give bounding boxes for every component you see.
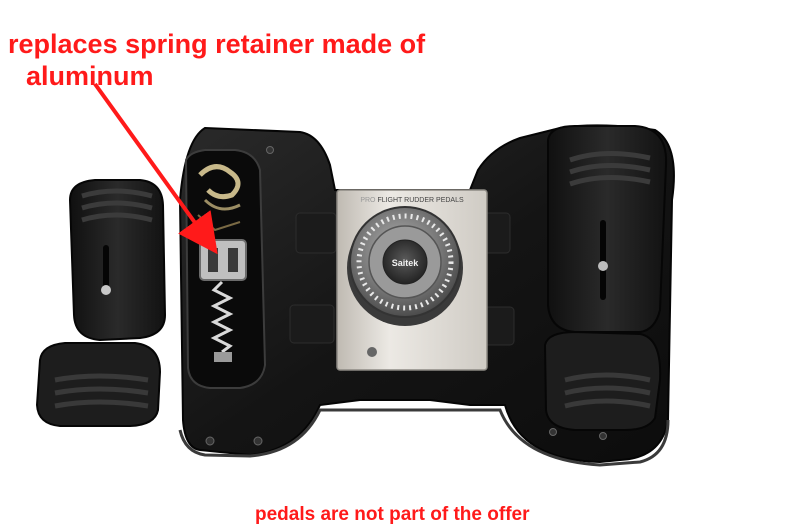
coil-spring: [210, 280, 234, 354]
detached-pedal-grip: [54, 373, 149, 383]
panel-label: PRO FLIGHT RUDDER PEDALS: [360, 197, 464, 204]
detached-pedal-knob: [101, 285, 111, 295]
right-pedal-knob: [598, 261, 608, 271]
spring-anchor: [214, 352, 232, 362]
spring-retainer-slot: [208, 248, 218, 272]
detached-pedal-heel: [35, 342, 162, 427]
screw-icon: [266, 146, 274, 154]
base-rim: [178, 408, 670, 467]
annotation-line-2: aluminum: [26, 61, 154, 91]
hub-logo: Saitek: [392, 258, 420, 268]
wiring: [203, 198, 241, 211]
base-post: [295, 212, 337, 254]
hub-center: [382, 239, 428, 285]
right-pedal-grip: [564, 385, 651, 396]
screw-icon: [549, 428, 557, 436]
spring-retainer-slot: [228, 248, 238, 272]
detached-pedal-slot: [103, 245, 109, 293]
spring-retainer-bracket: [199, 239, 247, 281]
screw-icon: [253, 436, 263, 446]
right-pedal-grip: [569, 151, 651, 163]
annotation-line-1: replaces spring retainer made of: [8, 29, 426, 59]
right-pedal-grip: [569, 175, 651, 187]
detached-pedal-grip: [54, 399, 149, 409]
right-pedal-grip: [564, 372, 651, 383]
right-pedal-grip: [569, 163, 651, 175]
base-post: [289, 304, 335, 344]
hub-tick-ring: [356, 213, 454, 311]
detached-pedal-grip: [81, 200, 153, 211]
right-pedal-slot: [600, 220, 606, 300]
wiring: [198, 164, 241, 200]
annotation-arrow: [93, 82, 218, 255]
detached-pedal-grip: [81, 188, 153, 199]
detached-pedal-grip: [54, 386, 149, 396]
right-pedal-grip: [564, 398, 651, 409]
panel-indicator: [367, 347, 377, 357]
screw-icon: [599, 432, 607, 440]
screw-icon: [205, 436, 215, 446]
footer-caption: pedals are not part of the offer: [255, 504, 530, 525]
detached-pedal-grip: [81, 212, 153, 223]
